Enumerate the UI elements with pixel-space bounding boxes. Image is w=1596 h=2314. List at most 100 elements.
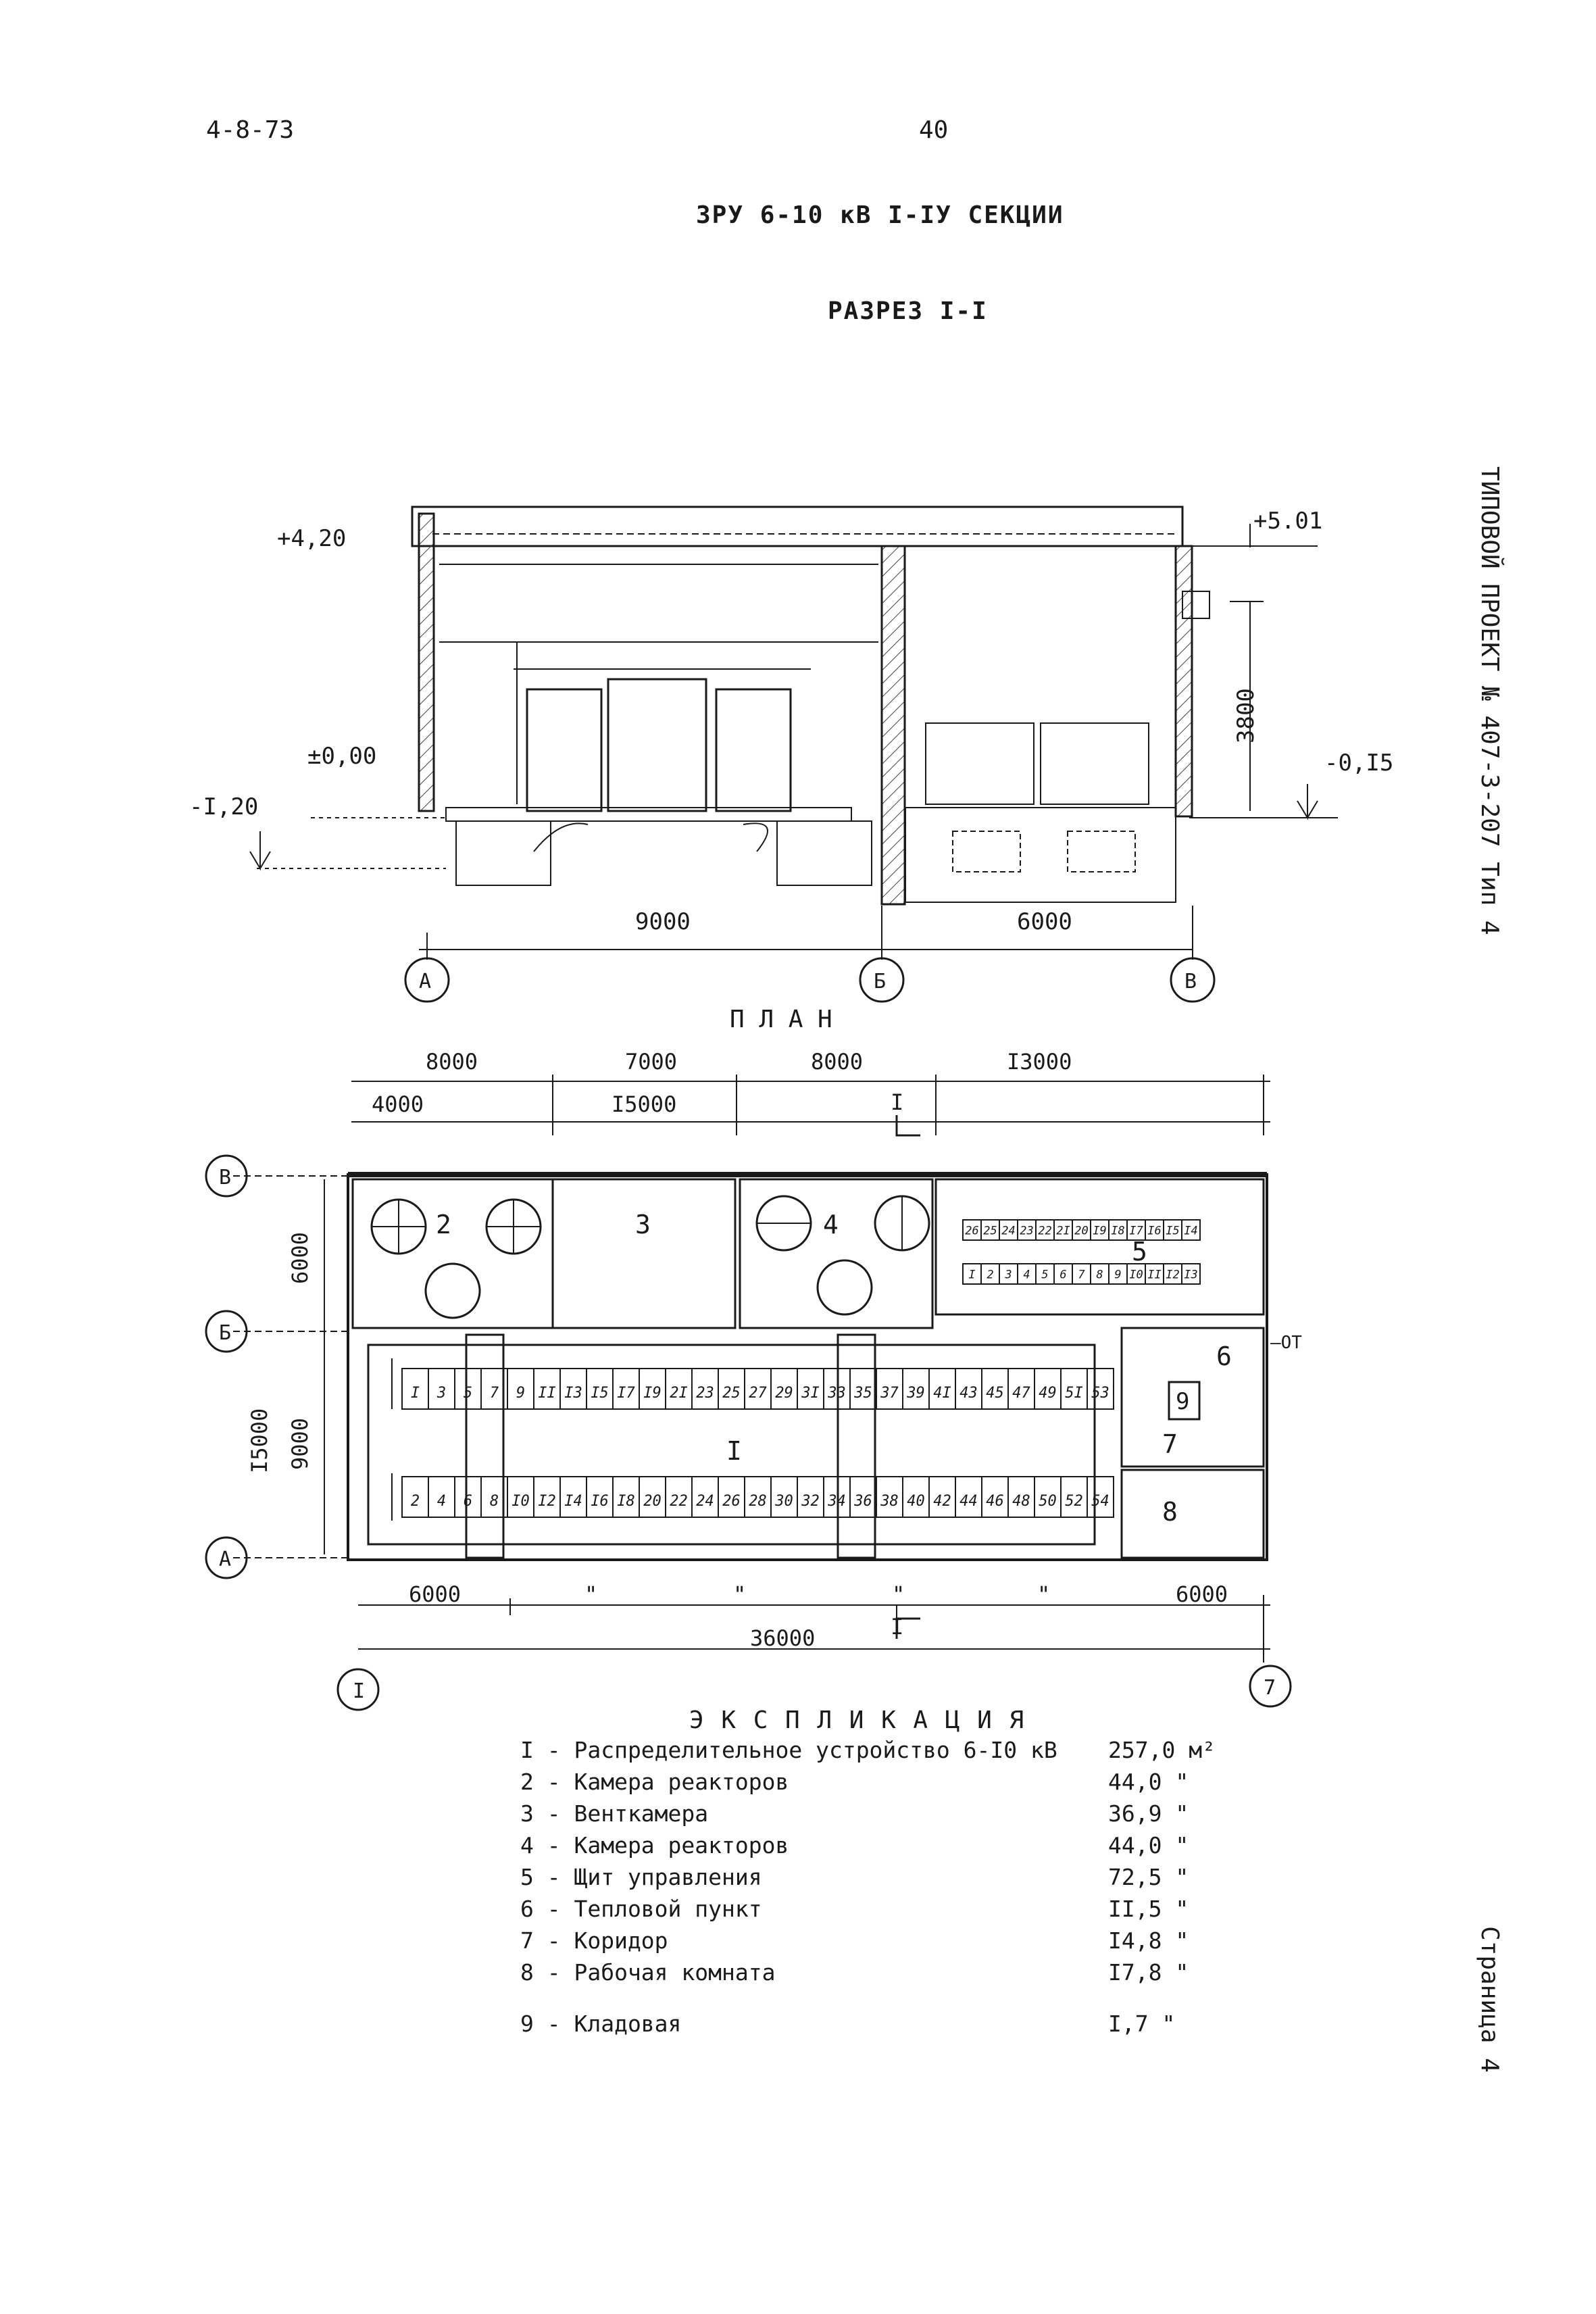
cell-bottom-box [1087,1476,1114,1518]
panel-bottom-label: 5 [1041,1269,1048,1282]
bottom-dim-2: " [584,1581,597,1607]
cell-bottom-label: 24 [696,1493,714,1510]
cell-top-label: 33 [827,1385,846,1402]
control-panel-right [1040,722,1149,805]
panel-top-label: I7 [1129,1225,1143,1238]
cell-top-label: 23 [696,1385,714,1402]
cell-bottom-label: 44 [959,1493,978,1510]
explication-area: I7,8 " [1108,1959,1189,1986]
cell-top-label: 7 [490,1385,499,1402]
explication-area: II,5 " [1108,1896,1189,1922]
top-dim-3: 8000 [811,1049,863,1075]
cell-top-label: I7 [617,1385,635,1402]
cell-top-label: II [538,1385,556,1402]
panel-top-label: 22 [1038,1225,1051,1238]
axis-v-marker-section [1170,957,1216,1003]
cable-channel-right [776,820,872,886]
panel-bottom-label: 3 [1004,1269,1012,1282]
panel-top-label: I5 [1166,1225,1179,1238]
cell-top-label: I [411,1385,420,1402]
plan-title: П Л А Н [730,1006,832,1033]
panel-bottom-label: 6 [1059,1269,1066,1282]
cell-bottom-label: 46 [986,1493,1004,1510]
panel-bottom-label: 9 [1114,1269,1121,1282]
panel-top-label: I8 [1111,1225,1124,1238]
height-3800: 3800 [1232,688,1260,743]
bottom-dim-3: " [733,1581,746,1607]
cell-top-label: 5 [464,1385,472,1402]
panel-top-label: 24 [1001,1225,1015,1238]
cell-top-label: 25 [722,1385,741,1402]
panel-bottom-label: 7 [1078,1269,1085,1282]
cable-channel-left [455,820,551,886]
cell-bottom-label: 40 [907,1493,925,1510]
explication-label: 4 - Камера реакторов [520,1832,789,1858]
left-wall [418,512,435,812]
room-1-label: I [726,1436,742,1466]
cell-top-label: 9 [516,1385,525,1402]
cell-top-label: 5I [1065,1385,1083,1402]
panel-bottom-label: 2 [987,1269,993,1282]
roof-slab [411,506,1184,547]
room-4-outline [739,1178,934,1329]
panel-top-label: 20 [1074,1225,1088,1238]
room-2-outline [351,1178,554,1329]
middle-wall [880,545,906,906]
cell-top-label: 47 [1012,1385,1030,1402]
span-9000: 9000 [635,908,691,935]
section-mark-bottom: I [891,1614,903,1640]
room-5-outline [934,1178,1265,1316]
section-labels: +4,20 +5.01 ±0,00 -I,20 -0,I5 3800 9000 … [189,508,1393,993]
panel-top-label: 25 [983,1225,997,1238]
room-9-outline [1168,1381,1201,1421]
elev-plus-501: +5.01 [1253,508,1322,535]
cell-bottom-label: 36 [853,1493,872,1510]
panel-bottom-label: 8 [1096,1269,1103,1282]
cell-top-label: 4I [933,1385,951,1402]
room-9-label: 9 [1176,1388,1189,1415]
axis-v-marker-plan [205,1154,248,1198]
explication-area: 257,0 м² [1108,1737,1216,1763]
cell-bottom-label: 22 [670,1493,688,1510]
cell-bottom-label: I8 [617,1493,635,1510]
top-dim2-1: 4000 [372,1091,424,1117]
cell-bottom-label: 2 [411,1493,420,1510]
axis-b-label-plan: Б [219,1321,231,1345]
axis-b-marker-section [859,957,905,1003]
explication-area: 44,0 " [1108,1769,1189,1795]
cell-top-label: 39 [906,1385,925,1402]
doc-code: 4-8-73 [206,116,295,144]
bottom-dim-5: " [1037,1581,1050,1607]
cell-top-label: 49 [1039,1385,1057,1402]
cell-top-label: 3 [437,1385,446,1402]
explication-area: 36,9 " [1108,1800,1189,1827]
cell-bottom-label: 8 [490,1493,499,1510]
section-title: РАЗРЕЗ I-I [828,297,988,325]
cell-top-label: 35 [853,1385,872,1402]
room-8-label: 8 [1162,1497,1178,1527]
span-6000: 6000 [1017,908,1072,935]
left-dim-6000: 6000 [287,1232,313,1284]
room-5-label: 5 [1132,1237,1147,1266]
panel-bottom-label: I3 [1184,1269,1197,1282]
cell-bottom-label: I2 [538,1493,556,1510]
reactor-circle-6 [816,1259,873,1316]
explication-label: 9 - Кладовая [520,2011,682,2037]
cell-bottom-label: 42 [933,1493,951,1510]
cell-bottom-label: 54 [1091,1493,1109,1510]
axis-v-label-section: В [1184,970,1197,993]
section-drawing [249,506,1338,1003]
reactor-cell-right [715,688,792,812]
bottom-dim-4: " [892,1581,905,1607]
cell-top-label: 37 [880,1385,899,1402]
room-6-7-outline [1120,1327,1265,1468]
